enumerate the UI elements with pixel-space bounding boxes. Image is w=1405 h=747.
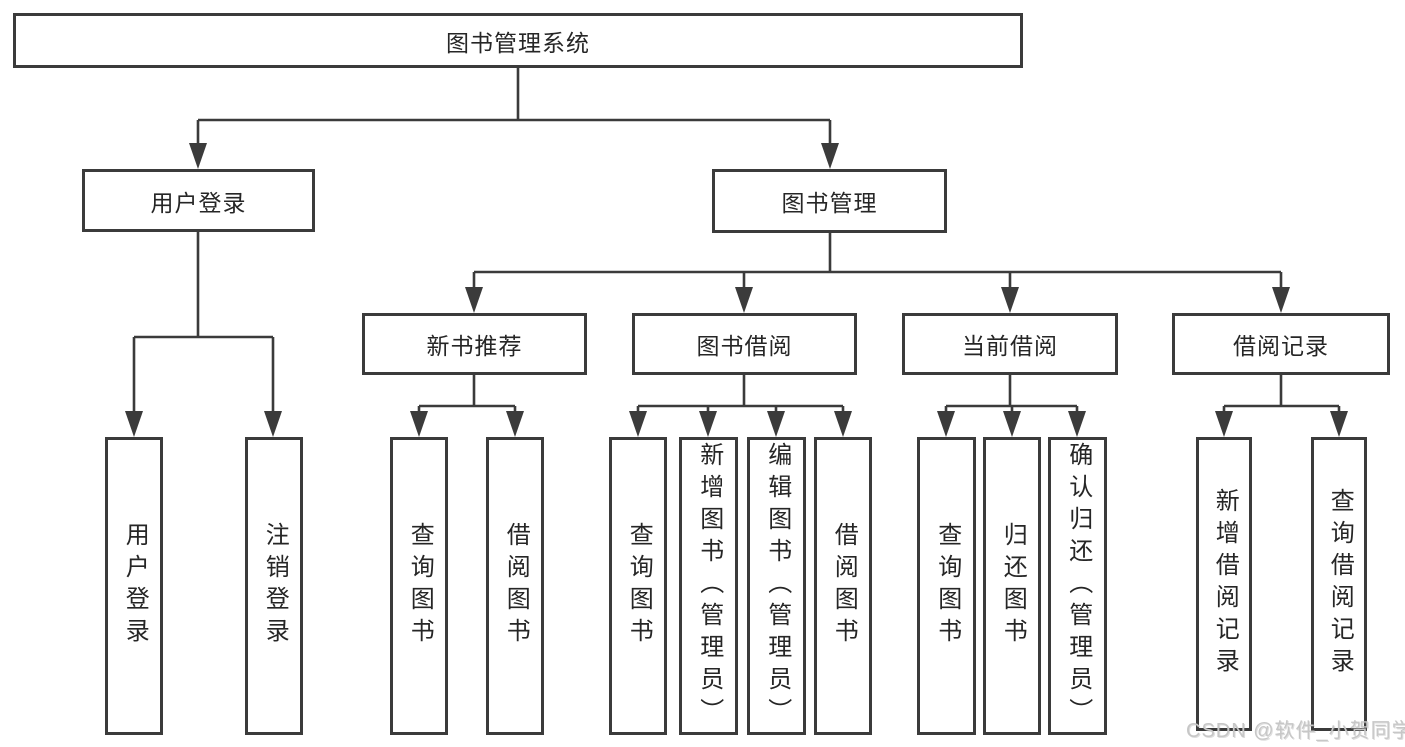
node-book-management: 图书管理 [712,169,947,233]
leaf-logout-label: 注销登录 [261,522,289,650]
leaf-query-borrow-record-label: 查询借阅记录 [1326,488,1354,680]
node-new-book-recommend-label: 新书推荐 [426,333,523,359]
node-current-borrow: 当前借阅 [902,313,1118,375]
leaf-query-books-1-label: 查询图书 [406,522,434,650]
arrowhead-down-icon [1068,411,1086,437]
arrowhead-down-icon [465,287,483,313]
csdn-watermark: CSDN @软件_小贺同学 [1186,720,1405,742]
leaf-query-books-3: 查询图书 [917,437,976,735]
leaf-query-books-3-label: 查询图书 [933,522,961,650]
leaf-confirm-return-admin-label: 确认归还（管理员） [1064,442,1092,730]
node-borrow-records: 借阅记录 [1172,313,1390,375]
leaf-return-books-label: 归还图书 [999,522,1027,650]
leaf-borrow-books-1: 借阅图书 [486,437,544,735]
node-current-borrow-label: 当前借阅 [962,333,1058,359]
leaf-edit-books-admin: 编辑图书（管理员） [747,437,806,735]
node-book-borrow: 图书借阅 [632,313,857,375]
leaf-query-books-2: 查询图书 [609,437,667,735]
node-borrow-records-label: 借阅记录 [1233,333,1329,359]
leaf-query-borrow-record: 查询借阅记录 [1311,437,1367,731]
leaf-edit-books-admin-label: 编辑图书（管理员） [763,442,791,730]
leaf-return-books: 归还图书 [983,437,1041,735]
leaf-logout: 注销登录 [245,437,303,735]
leaf-add-borrow-record-label: 新增借阅记录 [1211,488,1239,680]
arrowhead-down-icon [735,287,753,313]
node-root: 图书管理系统 [13,13,1023,68]
leaf-borrow-books-2: 借阅图书 [814,437,872,735]
leaf-query-books-1: 查询图书 [390,437,448,735]
leaf-user-login: 用户登录 [105,437,163,735]
leaf-add-books-admin: 新增图书（管理员） [679,437,738,735]
arrowhead-down-icon [629,411,647,437]
node-user-login: 用户登录 [82,169,315,232]
arrowhead-down-icon [189,143,207,169]
arrowhead-down-icon [1330,411,1348,437]
node-book-management-label: 图书管理 [781,190,878,216]
arrowhead-down-icon [410,411,428,437]
arrowhead-down-icon [699,411,717,437]
leaf-user-login-label: 用户登录 [121,522,149,650]
arrowhead-down-icon [1001,287,1019,313]
arrowhead-down-icon [1272,287,1290,313]
arrowhead-down-icon [264,411,282,437]
leaf-borrow-books-2-label: 借阅图书 [830,522,858,650]
arrowhead-down-icon [1215,411,1233,437]
node-book-borrow-label: 图书借阅 [696,333,793,359]
arrowhead-down-icon [937,411,955,437]
leaf-confirm-return-admin: 确认归还（管理员） [1048,437,1107,735]
leaf-query-books-2-label: 查询图书 [625,522,653,650]
node-new-book-recommend: 新书推荐 [362,313,587,375]
node-root-label: 图书管理系统 [446,29,590,56]
arrowhead-down-icon [767,411,785,437]
node-user-login-label: 用户登录 [150,189,247,216]
leaf-add-borrow-record: 新增借阅记录 [1196,437,1252,731]
arrowhead-down-icon [125,411,143,437]
leaf-borrow-books-1-label: 借阅图书 [502,522,530,650]
arrowhead-down-icon [821,143,839,169]
leaf-add-books-admin-label: 新增图书（管理员） [695,442,723,730]
arrowhead-down-icon [834,411,852,437]
arrowhead-down-icon [506,411,524,437]
arrowhead-down-icon [1003,411,1021,437]
